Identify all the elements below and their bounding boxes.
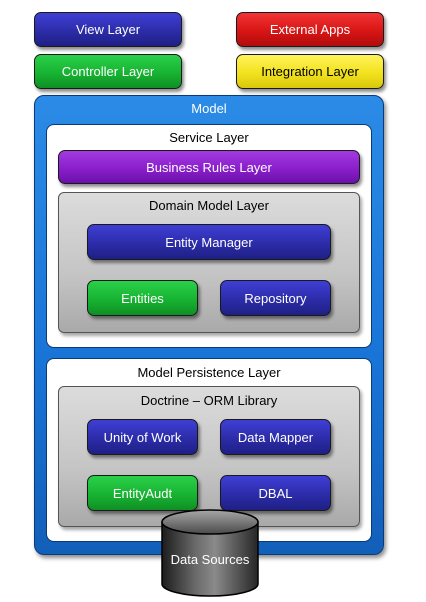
domain-model-layer-title: Domain Model Layer bbox=[149, 198, 269, 213]
data-mapper-box: Data Mapper bbox=[220, 419, 331, 455]
doctrine-orm-title: Doctrine – ORM Library bbox=[140, 393, 278, 408]
repository-box: Repository bbox=[220, 280, 331, 316]
external-apps-label: External Apps bbox=[269, 22, 351, 37]
entity-audit-box: EntityAudt bbox=[87, 475, 198, 511]
entity-manager-box: Entity Manager bbox=[87, 224, 331, 260]
repository-label: Repository bbox=[244, 290, 307, 306]
integration-layer-label: Integration Layer bbox=[261, 64, 359, 79]
view-layer-box: View Layer bbox=[34, 12, 182, 47]
dbal-box: DBAL bbox=[220, 475, 331, 511]
unity-of-work-label: Unity of Work bbox=[103, 429, 182, 445]
data-sources-label: Data Sources bbox=[170, 552, 250, 567]
business-rules-layer-label: Business Rules Layer bbox=[146, 159, 272, 175]
view-layer-label: View Layer bbox=[75, 22, 141, 37]
entities-box: Entities bbox=[87, 280, 198, 316]
entities-label: Entities bbox=[121, 290, 164, 306]
controller-layer-box: Controller Layer bbox=[34, 54, 182, 89]
entity-audit-label: EntityAudt bbox=[112, 485, 173, 501]
business-rules-layer-box: Business Rules Layer bbox=[58, 150, 360, 184]
data-sources-cylinder-icon bbox=[161, 509, 259, 597]
dbal-label: DBAL bbox=[258, 485, 293, 501]
entity-manager-label: Entity Manager bbox=[165, 234, 253, 250]
external-apps-box: External Apps bbox=[236, 12, 384, 47]
integration-layer-box: Integration Layer bbox=[236, 54, 384, 89]
model-title: Model bbox=[191, 101, 227, 116]
service-layer-title: Service Layer bbox=[169, 130, 249, 145]
unity-of-work-box: Unity of Work bbox=[87, 419, 198, 455]
data-mapper-label: Data Mapper bbox=[237, 429, 314, 445]
controller-layer-label: Controller Layer bbox=[61, 64, 155, 79]
model-persistence-layer-title: Model Persistence Layer bbox=[137, 365, 281, 380]
